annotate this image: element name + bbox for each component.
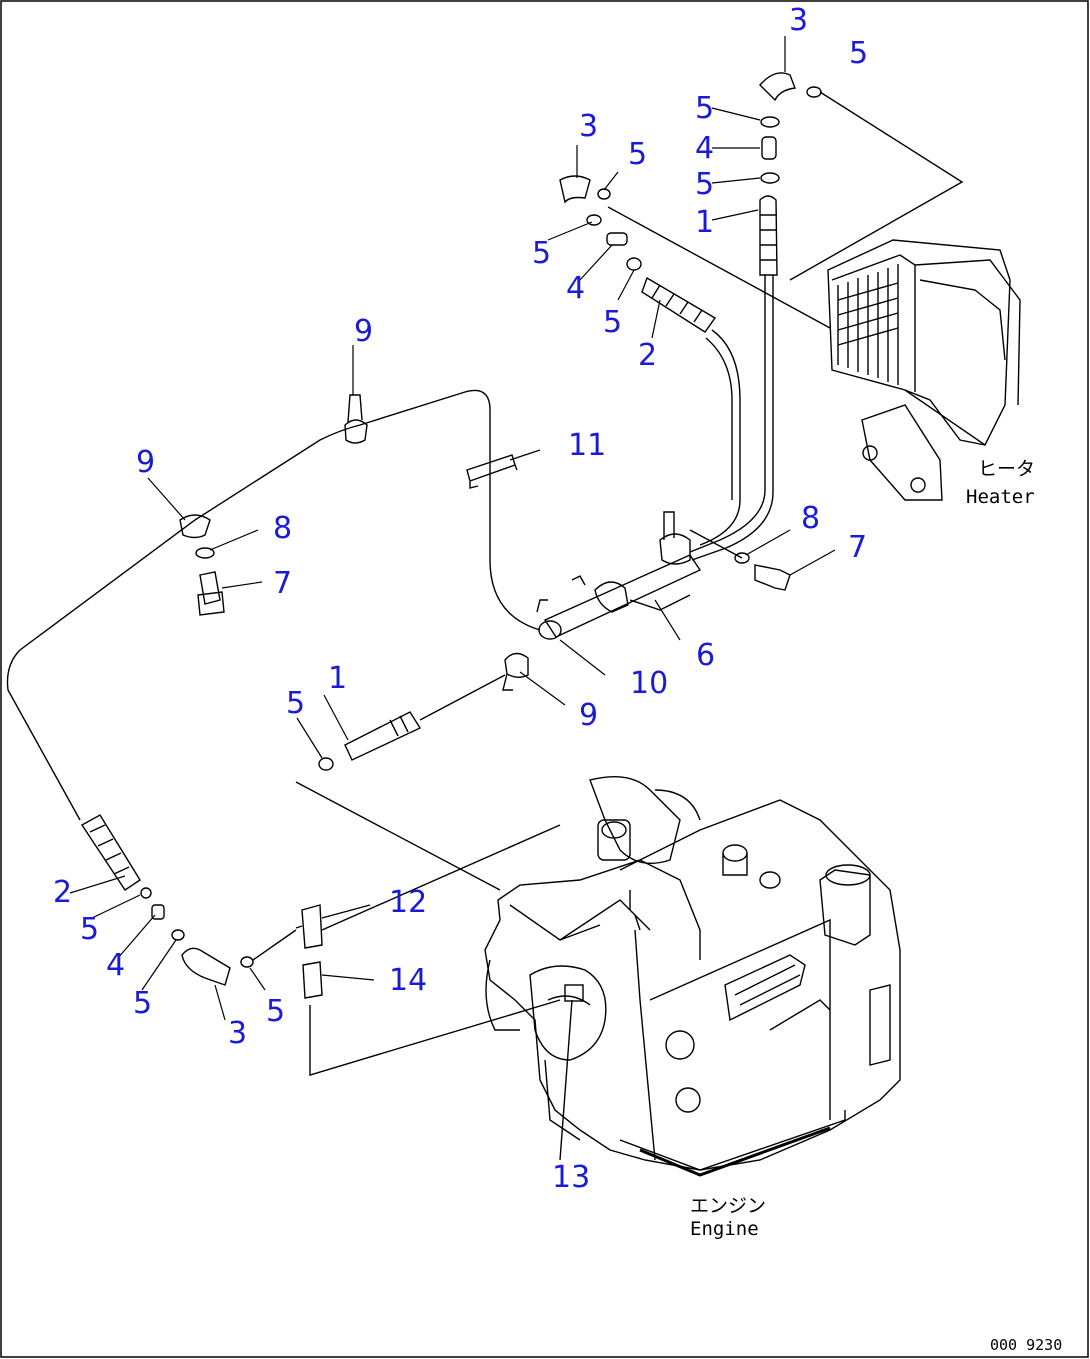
callout-6: 6 <box>696 638 715 673</box>
callout-numbers: 3 5 5 4 5 1 3 5 5 4 5 2 9 9 11 8 7 8 7 6… <box>53 3 868 1195</box>
elbow-hose-3b <box>559 175 591 204</box>
callout-12: 12 <box>389 885 427 920</box>
callout-2: 2 <box>638 338 657 373</box>
callout-7: 7 <box>848 530 867 565</box>
callout-4: 4 <box>566 271 585 306</box>
engine-block <box>484 775 901 1177</box>
heater-label-en: Heater <box>966 486 1035 508</box>
turbo <box>589 775 681 864</box>
drawing-number: 000 9230 <box>990 1336 1062 1354</box>
callout-5: 5 <box>603 305 622 340</box>
callout-1: 1 <box>695 205 714 240</box>
callout-9: 9 <box>136 445 155 480</box>
callout-14: 14 <box>389 963 427 998</box>
callout-8: 8 <box>801 501 820 536</box>
callout-5: 5 <box>266 994 285 1029</box>
callout-2: 2 <box>53 875 72 910</box>
callout-9: 9 <box>579 698 598 733</box>
callout-4: 4 <box>106 948 125 983</box>
elbow-hose-3c <box>181 947 231 986</box>
callout-5: 5 <box>80 912 99 947</box>
leader-heater-mid <box>607 206 831 329</box>
callout-leaders <box>69 36 836 1021</box>
callout-5: 5 <box>695 167 714 202</box>
hose-1a <box>759 195 778 276</box>
linework <box>6 72 1021 1177</box>
callout-3: 3 <box>228 1016 247 1051</box>
callout-13: 13 <box>552 1160 590 1195</box>
callout-8: 8 <box>273 511 292 546</box>
engine-label-jp: エンジン <box>690 1195 766 1217</box>
callout-5: 5 <box>286 686 305 721</box>
callout-11: 11 <box>568 428 606 463</box>
heater-label-jp: ヒータ <box>978 458 1035 480</box>
callout-5: 5 <box>133 986 152 1021</box>
callout-5: 5 <box>849 36 868 71</box>
callout-3: 3 <box>579 109 598 144</box>
callout-5: 5 <box>532 236 551 271</box>
leader-heater-top <box>789 91 964 281</box>
callout-5: 5 <box>695 91 714 126</box>
callout-10: 10 <box>630 666 668 701</box>
pipe-6 <box>543 554 702 638</box>
callout-7: 7 <box>273 566 292 601</box>
callout-1: 1 <box>328 661 347 696</box>
annotations: ヒータ Heater エンジン Engine 000 9230 <box>690 458 1062 1354</box>
pulley <box>529 965 607 1061</box>
elbow-hose-3a <box>759 72 796 102</box>
hose-2b <box>80 814 141 891</box>
callout-9: 9 <box>354 314 373 349</box>
engine-label-en: Engine <box>690 1218 759 1240</box>
hose-2a <box>641 276 717 333</box>
hose-1b <box>344 711 422 761</box>
callout-5: 5 <box>628 137 647 172</box>
callout-4: 4 <box>695 131 714 166</box>
callout-3: 3 <box>789 3 808 38</box>
heater-unit <box>827 239 1021 501</box>
